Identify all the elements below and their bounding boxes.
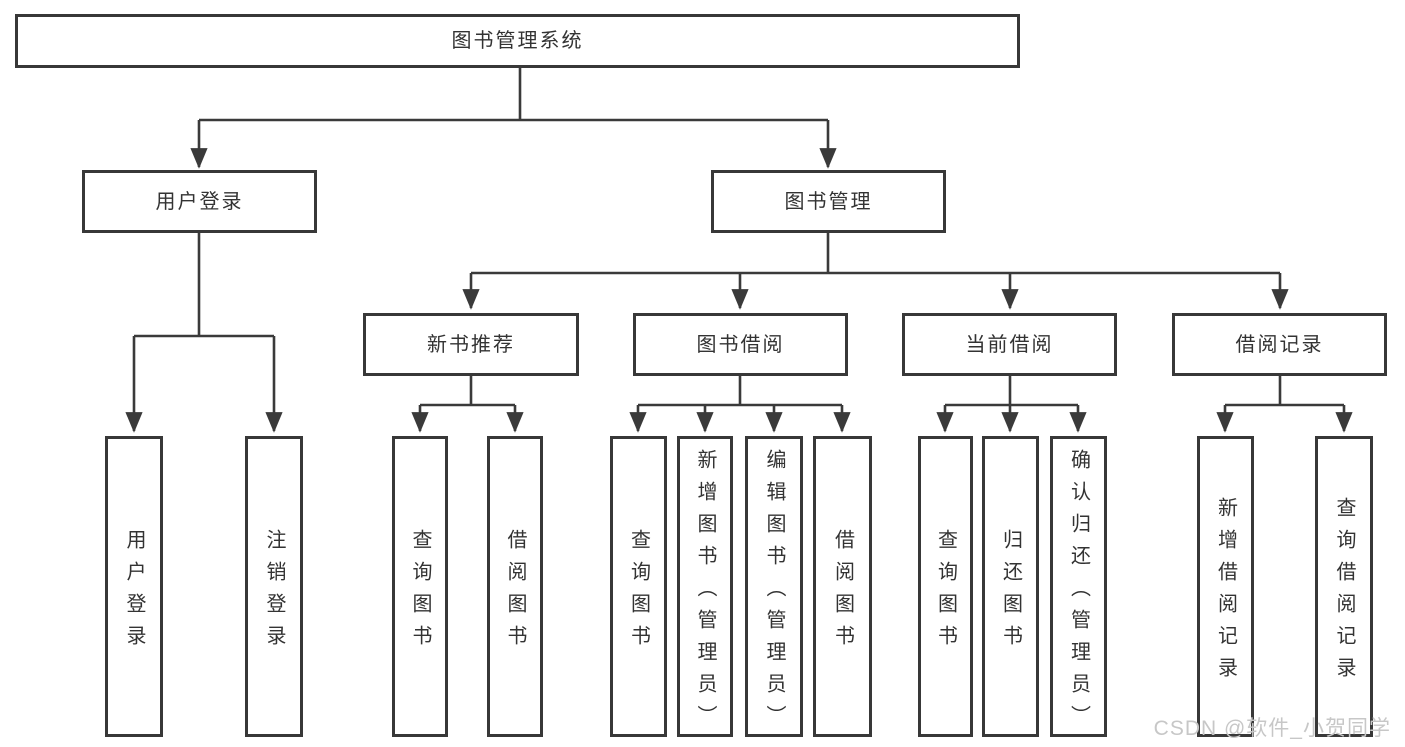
leaf-borrow-borrow-book: 借阅图书 [813,436,872,737]
node-label: 用户登录 [155,190,244,213]
node-label: 用户登录 [123,528,145,657]
node-label: 新书推荐 [427,333,515,356]
node-borrow-record: 借阅记录 [1172,313,1387,376]
node-label: 确认归还（管理员） [1067,448,1090,737]
node-label: 新增图书（管理员） [694,448,716,737]
node-label: 借阅图书 [504,528,526,657]
node-book-borrow: 图书借阅 [633,313,848,376]
node-label: 注销登录 [263,528,285,657]
node-label: 编辑图书（管理员） [763,448,785,737]
node-current-borrow: 当前借阅 [902,313,1117,376]
node-label: 图书管理系统 [451,30,584,52]
leaf-current-query-book: 查询图书 [918,436,973,737]
leaf-borrow-add-book-admin: 新增图书（管理员） [677,436,733,737]
leaf-logout: 注销登录 [245,436,303,737]
leaf-borrow-query-book: 查询图书 [610,436,667,737]
leaf-current-return-book: 归还图书 [982,436,1039,737]
node-user-login: 用户登录 [82,170,317,233]
node-label: 新增借阅记录 [1214,496,1237,689]
node-label: 借阅图书 [831,528,854,657]
node-label: 图书借阅 [696,333,785,356]
node-label: 借阅记录 [1235,333,1324,356]
node-new-book-recommend: 新书推荐 [363,313,579,376]
node-library-management-system: 图书管理系统 [15,14,1020,68]
node-label: 查询借阅记录 [1333,496,1355,689]
leaf-recommend-borrow-book: 借阅图书 [487,436,543,737]
node-label: 归还图书 [999,528,1022,657]
leaf-recommend-query-book: 查询图书 [392,436,448,737]
node-label: 图书管理 [784,190,873,213]
leaf-current-confirm-return-admin: 确认归还（管理员） [1050,436,1107,737]
leaf-record-query: 查询借阅记录 [1315,436,1373,737]
csdn-watermark: CSDN @软件_小贺同学 [1153,717,1391,740]
node-label: 查询图书 [627,528,650,657]
node-label: 当前借阅 [965,333,1054,356]
node-label: 查询图书 [409,528,431,657]
node-label: 查询图书 [934,528,957,657]
leaf-user-login: 用户登录 [105,436,163,737]
leaf-borrow-edit-book-admin: 编辑图书（管理员） [745,436,803,737]
node-book-management: 图书管理 [711,170,946,233]
leaf-record-add: 新增借阅记录 [1197,436,1254,737]
